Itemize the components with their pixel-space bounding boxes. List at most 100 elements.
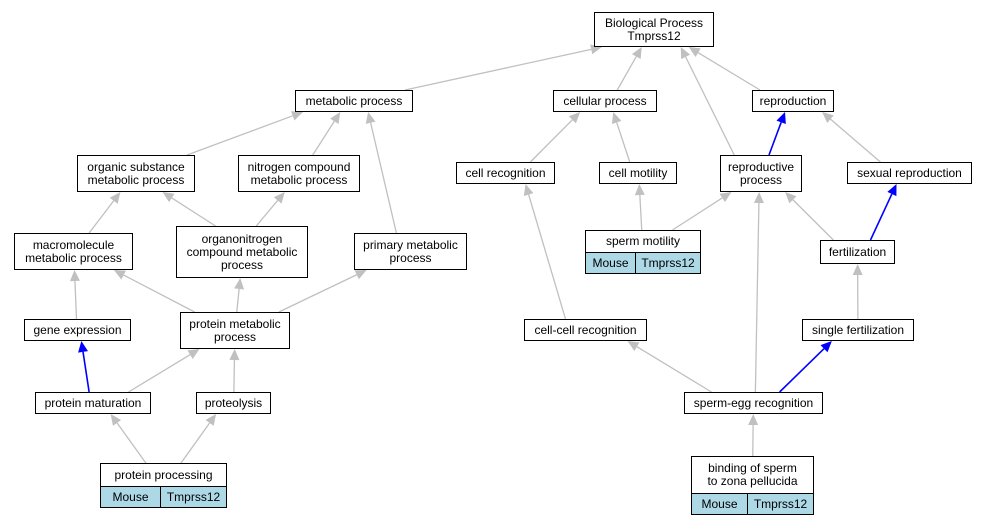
node-label-line: single fertilization: [811, 322, 905, 337]
edge-line: [779, 348, 825, 393]
edge-cell_cell_recognition-to-cell_recognition: [523, 184, 567, 320]
node-reproductive-process[interactable]: reproductive process: [720, 155, 802, 192]
node-label-line: protein processing: [114, 467, 213, 482]
node-label: proteolysis: [197, 393, 270, 413]
edge-arrowhead: [776, 112, 786, 125]
edge-arrowhead: [354, 270, 367, 280]
node-cell-motility[interactable]: cell motility: [599, 162, 677, 184]
edge-arrowhead: [162, 192, 175, 203]
edge-line: [171, 197, 216, 227]
node-organonitrogen-compound-metabolic-process[interactable]: organonitrogen compound metabolic proces…: [176, 226, 308, 278]
node-single-fertilization[interactable]: single fertilization: [802, 319, 914, 341]
edge-protein_metabolic_process-to-primary_metabolic_process: [278, 270, 367, 313]
node-label-line: sperm motility: [605, 234, 680, 248]
node-macromolecule-metabolic-process[interactable]: macromolecule metabolic process: [14, 233, 133, 270]
node-cellular-process[interactable]: cellular process: [553, 90, 657, 112]
node-label-line: metabolic process: [25, 250, 122, 265]
node-label-line: compound metabolic: [186, 244, 298, 259]
edge-line: [869, 193, 893, 241]
node-gene-expression[interactable]: gene expression: [24, 319, 131, 341]
node-proteolysis[interactable]: proteolysis: [196, 392, 271, 414]
edge-line: [180, 422, 211, 464]
node-label-line: organonitrogen: [201, 231, 283, 246]
edge-primary_metabolic_process-to-metabolic_process: [365, 112, 398, 234]
node-metabolic-process[interactable]: metabolic process: [295, 90, 413, 112]
node-protein-maturation[interactable]: protein maturation: [35, 392, 151, 414]
node-organic-substance-metabolic-process[interactable]: organic substance metabolic process: [77, 155, 195, 192]
edge-arrowhead: [110, 414, 122, 426]
edge-cellular_process-to-biological_process: [616, 47, 642, 91]
edge-arrowhead: [820, 341, 832, 353]
node-label: sperm-egg recognition: [685, 393, 822, 413]
node-label-line: Biological Process: [604, 15, 704, 30]
node-label-line: binding of sperm: [708, 461, 797, 475]
annotation-gene: Tmprss12: [160, 487, 226, 507]
edge-protein_maturation-to-protein_metabolic_process: [128, 349, 200, 393]
node-fertilization[interactable]: fertilization: [820, 240, 895, 264]
edge-reproduction-to-biological_process: [688, 47, 761, 91]
edge-line: [528, 194, 567, 320]
node-sexual-reproduction[interactable]: sexual reproduction: [847, 162, 972, 184]
edge-line: [74, 280, 78, 320]
edge-arrowhead: [611, 112, 622, 125]
node-cell-recognition[interactable]: cell recognition: [456, 162, 555, 184]
edge-arrowhead: [229, 349, 240, 361]
edge-macromolecule_metabolic_process-to-organic_substance_metabolic_process: [88, 192, 121, 234]
node-label-line: sexual reproduction: [857, 165, 962, 180]
node-reproduction[interactable]: reproduction: [752, 90, 834, 112]
node-protein-processing[interactable]: protein processing Mouse Tmprss12: [100, 463, 227, 508]
edge-line: [697, 52, 761, 91]
node-label-line: process: [739, 172, 782, 187]
annotation-row: Mouse Tmprss12: [586, 252, 700, 273]
node-label-line: organic substance: [87, 159, 185, 174]
edge-single_fertilization-to-fertilization: [852, 264, 863, 320]
edge-sexual_reproduction-to-reproduction: [822, 112, 881, 163]
edge-arrowhead: [205, 414, 216, 426]
edge-line: [255, 200, 279, 227]
node-label-line: cell recognition: [465, 165, 546, 180]
edge-line: [128, 354, 191, 393]
edge-reproductive_process-to-reproduction: [768, 112, 786, 156]
edge-line: [186, 115, 293, 156]
node-label: binding of sperm to zona pellucida: [692, 457, 813, 493]
node-label-line: protein metabolic: [189, 316, 281, 331]
node-primary-metabolic-process[interactable]: primary metabolic process: [354, 233, 467, 270]
annotation-species: Mouse: [692, 494, 747, 514]
edge-gene_expression-to-macromolecule_metabolic_process: [69, 270, 80, 320]
annotation-row: Mouse Tmprss12: [692, 493, 813, 514]
node-protein-metabolic-process[interactable]: protein metabolic process: [180, 312, 290, 349]
node-biological-process[interactable]: Biological Process Tmprss12: [594, 12, 714, 47]
node-sperm-motility[interactable]: sperm motility Mouse Tmprss12: [585, 230, 701, 274]
edge-line: [529, 119, 573, 163]
edge-arrowhead: [290, 111, 303, 121]
node-label: protein maturation: [36, 393, 150, 413]
node-sperm-egg-recognition[interactable]: sperm-egg recognition: [684, 392, 823, 414]
annotation-gene: Tmprss12: [635, 253, 700, 273]
edge-arrowhead: [634, 184, 645, 196]
edge-arrowhead: [887, 184, 897, 197]
annotation-row: Mouse Tmprss12: [101, 486, 226, 507]
node-label-line: process: [213, 329, 256, 344]
edge-line: [685, 56, 735, 156]
edge-protein_processing-to-proteolysis: [180, 414, 216, 464]
edge-line: [616, 56, 637, 91]
edge-line: [830, 118, 881, 163]
edge-nitrogen_compound_metabolic_process-to-metabolic_process: [312, 112, 341, 156]
node-label: primary metabolic process: [355, 234, 466, 269]
edge-arrowhead: [822, 112, 834, 123]
node-label: cellular process: [554, 91, 656, 111]
node-label: gene expression: [25, 320, 130, 340]
node-label-line: to zona pellucida: [707, 474, 798, 488]
edge-line: [123, 274, 195, 313]
edge-protein_processing-to-protein_maturation: [110, 414, 147, 464]
edge-arrowhead: [109, 192, 121, 204]
annotation-species: Mouse: [101, 487, 160, 507]
node-label-line: metabolic process: [87, 172, 185, 187]
node-binding-of-sperm-to-zona-pellucida[interactable]: binding of sperm to zona pellucida Mouse…: [691, 456, 814, 515]
edge-protein_metabolic_process-to-organonitrogen_compound_metabolic_process: [234, 278, 245, 313]
node-nitrogen-compound-metabolic-process[interactable]: nitrogen compound metabolic process: [238, 155, 360, 192]
edge-arrowhead: [365, 112, 376, 124]
annotation-species: Mouse: [586, 253, 635, 273]
node-label: macromolecule metabolic process: [15, 234, 132, 269]
node-cell-cell-recognition[interactable]: cell-cell recognition: [524, 319, 647, 341]
